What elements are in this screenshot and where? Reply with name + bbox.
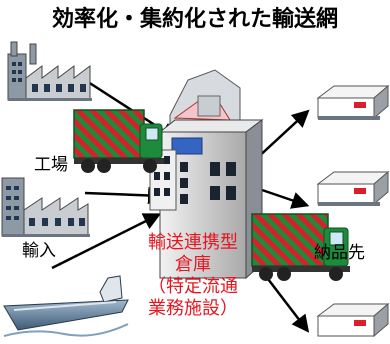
arrow-warehouse-to-store1: [254, 109, 310, 161]
ship-icon: [3, 275, 129, 337]
warehouse-label-line4: 業務施設）: [148, 298, 238, 319]
store-icon-3: [316, 302, 390, 338]
arrow-warehouse-to-store2: [261, 188, 310, 209]
warehouse-label-line1: 輸送連携型: [148, 232, 238, 253]
factory-icon-top: [7, 41, 92, 101]
store-icon-1: [316, 84, 390, 120]
diagram-title: 効率化・集約化された輸送網: [51, 7, 338, 32]
factory-label: 工場: [34, 155, 68, 175]
truck-icon-upper: [73, 109, 164, 173]
arrow-factory2-to-warehouse: [84, 186, 166, 205]
warehouse-building-icon: [149, 69, 264, 280]
truck-icon-lower: [251, 213, 350, 281]
store-icon-2: [316, 170, 390, 206]
delivery-label: 納品先: [314, 243, 365, 263]
warehouse-label-line2: 倉庫: [175, 254, 211, 275]
warehouse-label-line3: （特定流通: [148, 276, 238, 297]
arrow-import-to-warehouse: [51, 213, 162, 270]
import-label: 輸入: [22, 241, 56, 261]
factory-icon-middle: [1, 177, 90, 237]
